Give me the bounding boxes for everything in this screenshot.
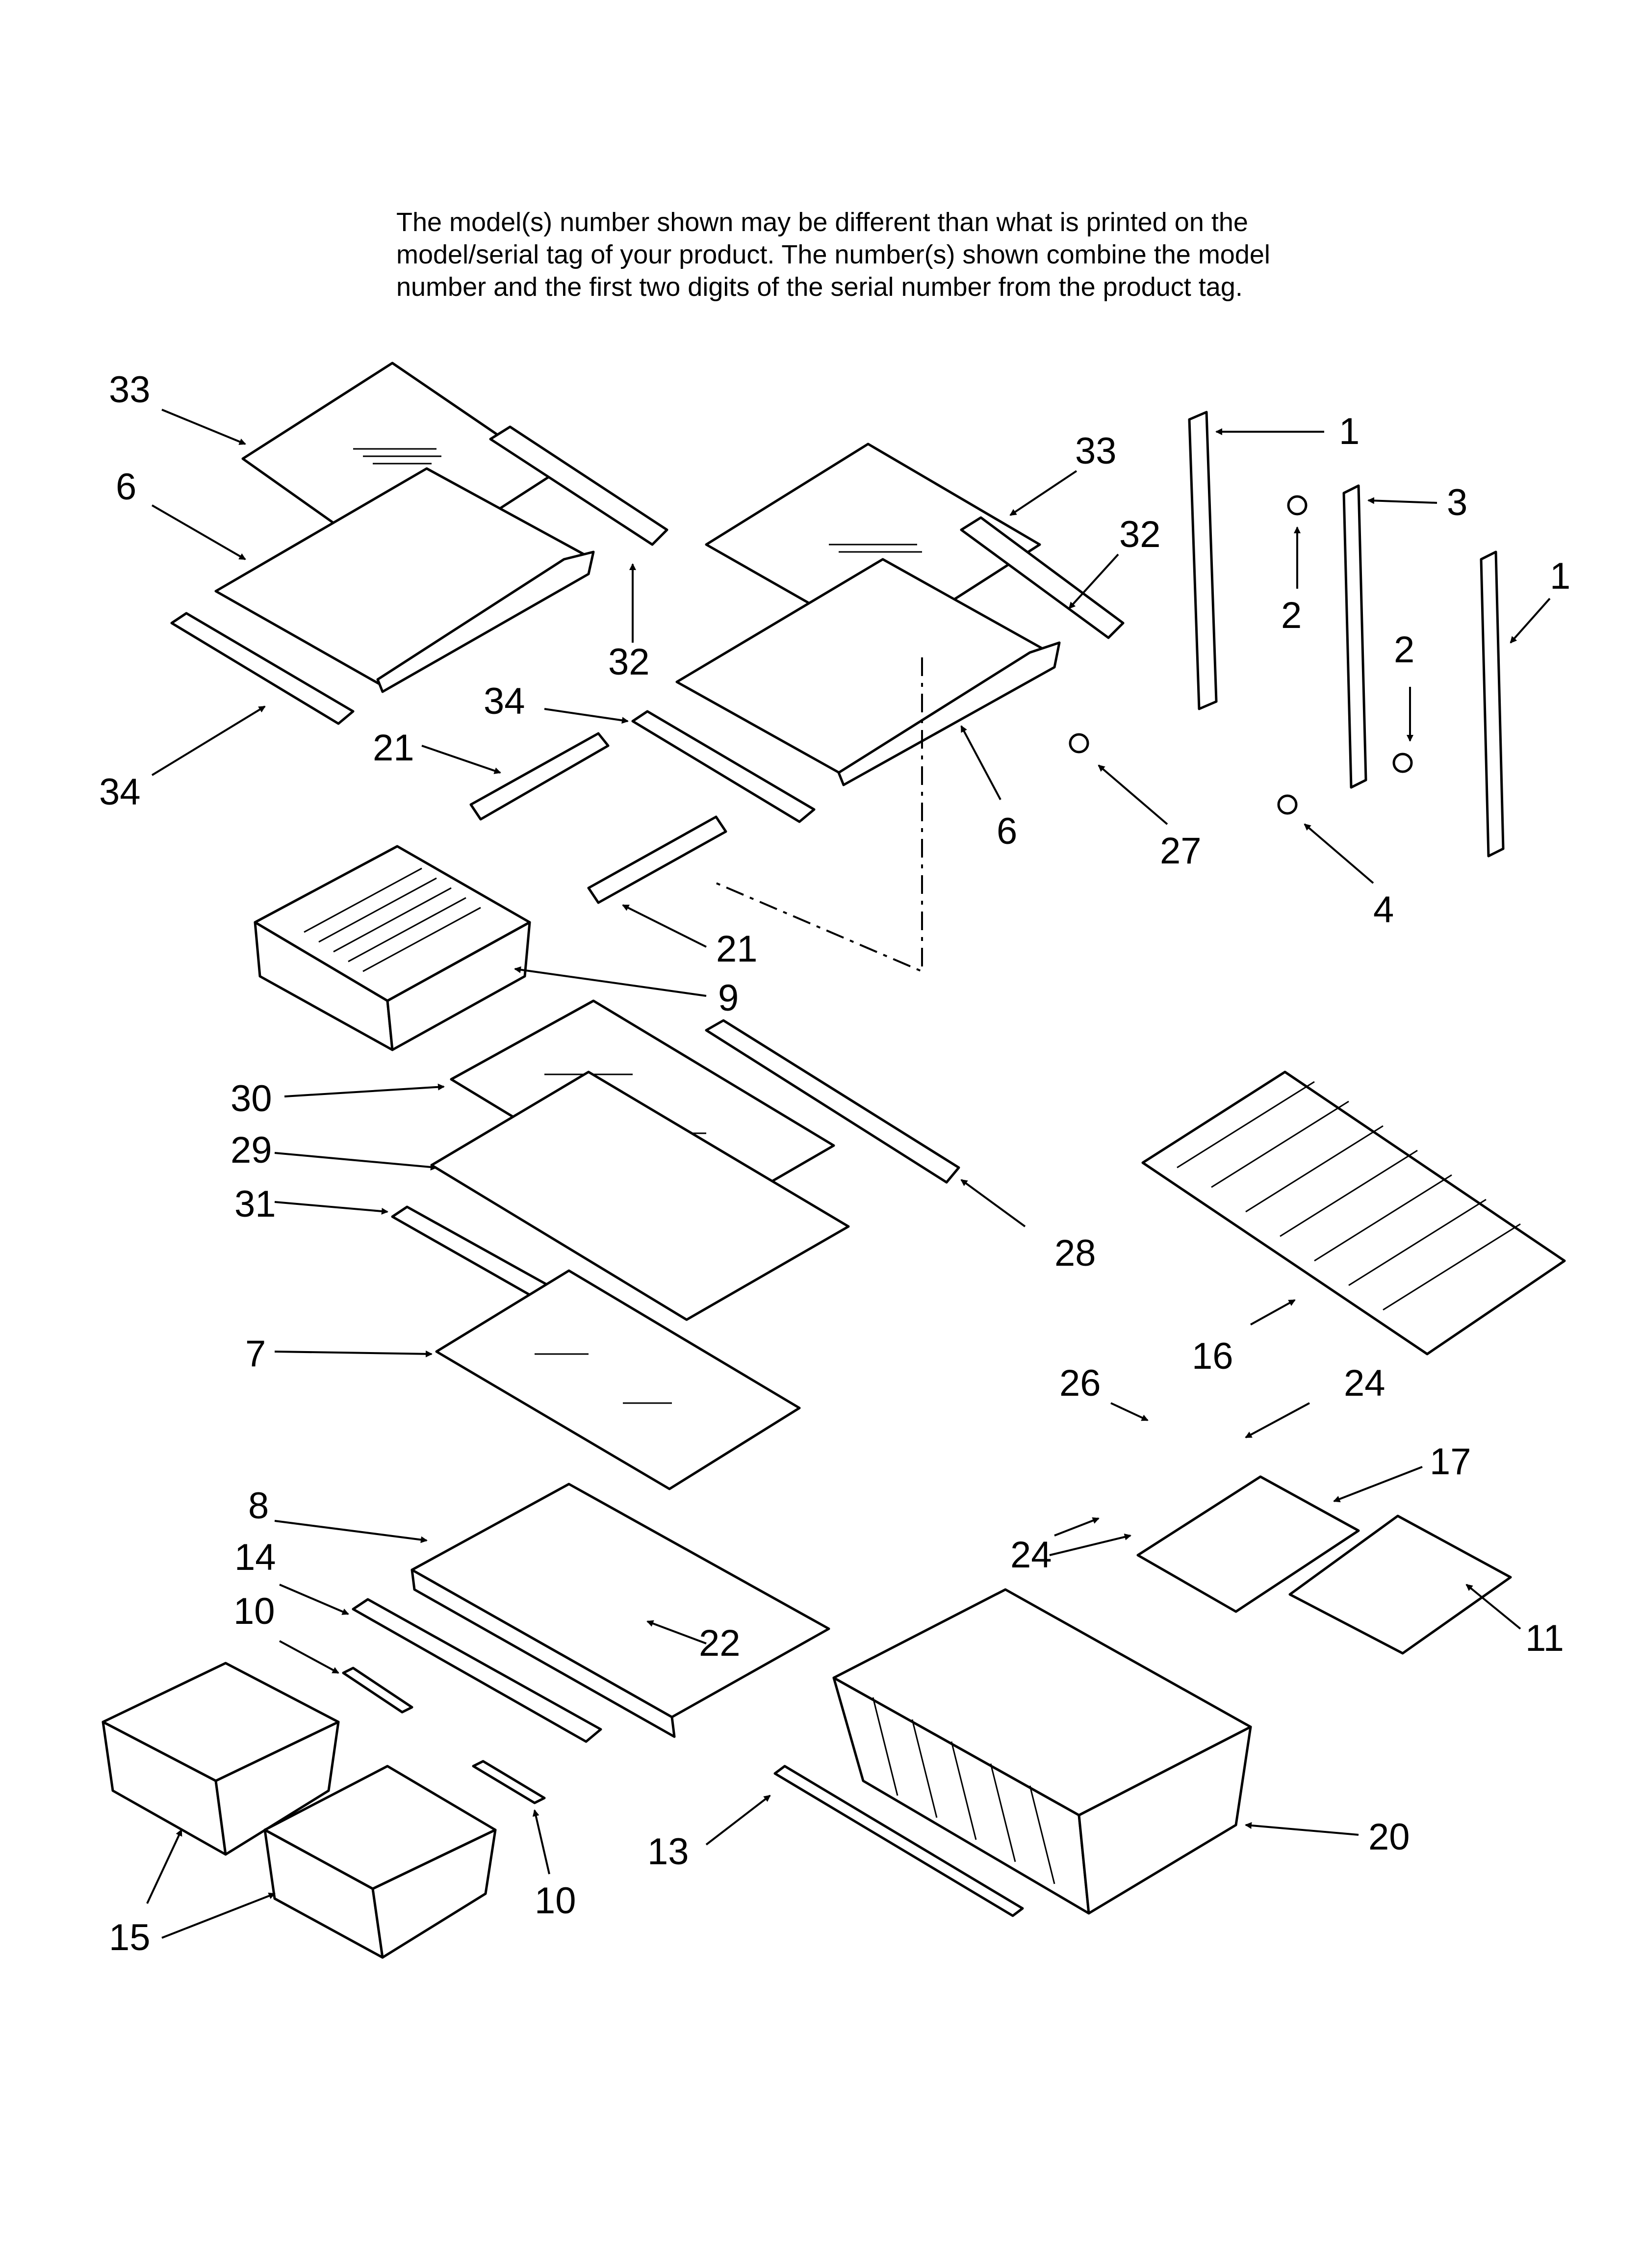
crisper-bracket-right <box>472 1760 546 1804</box>
wire-shelf <box>1141 1070 1566 1356</box>
shelf-ladder-right <box>1480 550 1505 858</box>
callout: 8 <box>248 1485 269 1527</box>
callout: 3 <box>1447 482 1467 523</box>
callout: 27 <box>1160 830 1202 872</box>
callout: 9 <box>718 977 739 1019</box>
callout: 10 <box>535 1880 576 1922</box>
upper-right-shelf-trim <box>960 516 1125 639</box>
callout: 10 <box>233 1590 275 1632</box>
callout: 26 <box>1059 1362 1101 1404</box>
upper-left-front-trim <box>170 612 355 725</box>
callout: 34 <box>99 771 141 813</box>
ice-cube-tray <box>1288 1514 1512 1655</box>
callout: 22 <box>699 1622 741 1664</box>
callout: 33 <box>1075 430 1117 472</box>
callout: 21 <box>373 727 414 769</box>
divider-rod <box>773 1765 1024 1917</box>
crisper-frame <box>410 1483 830 1738</box>
middle-shelf-frame <box>430 1070 850 1321</box>
freezer-wire-basket <box>832 1588 1252 1915</box>
leader-lines <box>146 409 1551 1939</box>
callout: 33 <box>109 369 151 411</box>
shelf-ladder-center <box>1342 484 1367 789</box>
callout-labels: 33 6 32 34 21 33 32 6 27 34 21 9 1 3 2 1… <box>99 369 1570 1958</box>
callout: 4 <box>1373 889 1394 931</box>
callout: 15 <box>109 1917 151 1958</box>
upper-right-shelf-frame <box>675 558 1061 786</box>
callout: 6 <box>997 810 1017 852</box>
callout: 28 <box>1054 1232 1096 1274</box>
callout: 6 <box>116 466 136 508</box>
callout: 14 <box>234 1537 276 1578</box>
callout: 30 <box>231 1078 272 1120</box>
middle-shelf-trim <box>705 1019 960 1184</box>
note-line: The model(s) number shown may be differe… <box>396 208 1248 237</box>
callout: 21 <box>716 928 758 970</box>
callout: 32 <box>1119 514 1161 555</box>
pan-slide-right <box>587 815 727 904</box>
callout: 32 <box>608 641 650 683</box>
callout: 17 <box>1430 1441 1471 1483</box>
upper-left-shelf-frame <box>214 467 595 693</box>
upper-left-shelf-trim <box>489 425 668 546</box>
pan-slide-left <box>469 732 610 821</box>
callout: 7 <box>245 1333 266 1375</box>
model-number-note: The model(s) number shown may be differe… <box>396 206 1475 303</box>
shelf-ladder-left <box>1188 411 1218 710</box>
crisper-bracket-left <box>342 1667 413 1714</box>
crisper-drawer-left <box>102 1662 340 1856</box>
callout: 34 <box>484 680 525 722</box>
ice-bin-cradle <box>1136 1475 1360 1613</box>
callout: 16 <box>1192 1335 1233 1377</box>
upper-right-front-trim <box>631 710 816 823</box>
note-line: number and the first two digits of the s… <box>396 272 1243 302</box>
callout: 29 <box>231 1129 272 1171</box>
callout: 24 <box>1344 1362 1385 1404</box>
crisper-divider <box>352 1598 602 1743</box>
callout: 20 <box>1368 1816 1410 1858</box>
callout: 24 <box>1010 1534 1052 1576</box>
callout: 1 <box>1550 555 1570 597</box>
callout: 31 <box>234 1183 276 1225</box>
alignment-line <box>716 657 923 973</box>
deli-pan <box>254 845 531 1051</box>
note-line: model/serial tag of your product. The nu… <box>396 240 1270 269</box>
crisper-drawer-right <box>263 1765 497 1959</box>
callout: 2 <box>1394 629 1414 671</box>
crisper-cover-glass <box>435 1269 801 1490</box>
screws <box>1069 495 1413 815</box>
callout: 2 <box>1281 595 1302 636</box>
callout: 1 <box>1339 411 1360 452</box>
callout: 13 <box>647 1831 689 1873</box>
callout: 11 <box>1525 1617 1564 1659</box>
